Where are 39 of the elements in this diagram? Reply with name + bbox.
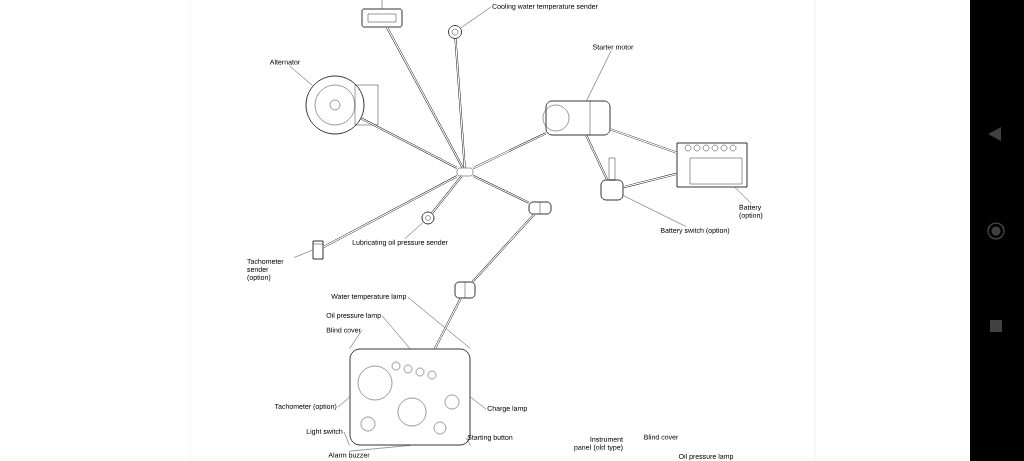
wire: [622, 172, 678, 189]
leader-line: [382, 315, 411, 349]
wire: [386, 26, 464, 169]
sender-drawing: [421, 211, 435, 225]
leader-line: [470, 396, 487, 410]
leader-line: [734, 187, 752, 204]
leader-line: [460, 6, 492, 29]
connector-drawing: [456, 167, 474, 177]
leader-line: [349, 329, 363, 349]
alternator-drawing: [305, 75, 379, 135]
leader-line: [623, 195, 687, 227]
connector-drawing: [454, 281, 476, 299]
leader-line: [404, 222, 424, 239]
connector-drawing: [528, 201, 552, 215]
sender-drawing: [448, 25, 462, 39]
wire: [431, 175, 463, 214]
wire: [433, 297, 462, 350]
wire: [360, 117, 458, 169]
wire: [609, 128, 678, 154]
leader-line: [586, 50, 612, 101]
leader-line: [381, 0, 383, 9]
wire: [472, 132, 547, 170]
leader-line: [337, 396, 350, 408]
sender-drawing: [312, 240, 324, 260]
wire: [471, 213, 536, 283]
leader-line: [407, 296, 471, 349]
wire: [472, 174, 530, 204]
wire: [322, 175, 459, 249]
starter-motor-drawing: [542, 100, 611, 136]
leader-line: [348, 445, 411, 452]
leader-line: [465, 437, 471, 446]
wire: [585, 134, 609, 181]
leader-line: [343, 431, 350, 446]
leader-line: [289, 65, 313, 87]
battery-drawing: [676, 142, 748, 188]
regulator-drawing: [361, 8, 403, 28]
battery-switch-drawing: [600, 157, 624, 201]
wire: [454, 37, 466, 169]
leader-line: [294, 249, 313, 258]
